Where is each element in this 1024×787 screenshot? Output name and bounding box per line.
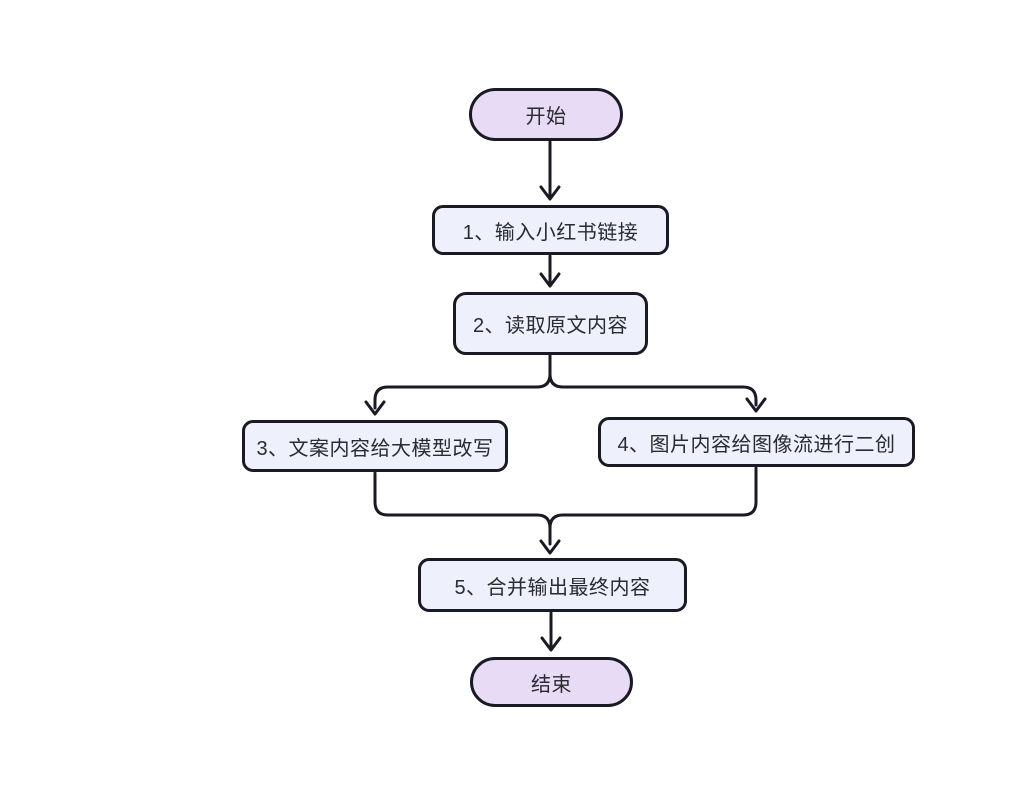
arrowhead-icon	[539, 539, 561, 555]
flow-node-step3-rewrite-text: 3、文案内容给大模型改写	[242, 420, 508, 472]
arrowhead-icon	[364, 400, 386, 416]
edge-step3-step5	[373, 471, 552, 546]
edge-step4-step5	[539, 466, 758, 555]
flow-node-start: 开始	[469, 88, 623, 141]
arrowhead-icon	[539, 272, 561, 288]
arrowhead-icon	[745, 397, 767, 413]
edge-step2-step4	[548, 354, 767, 413]
arrowhead-icon	[539, 185, 561, 201]
flow-node-step5-merge-output: 5、合并输出最终内容	[418, 558, 687, 612]
flow-node-step1-input-link: 1、输入小红书链接	[432, 205, 669, 255]
flow-node-step2-read-content: 2、读取原文内容	[453, 292, 648, 355]
edge-start-step1	[539, 140, 561, 201]
arrowhead-icon	[540, 636, 562, 652]
flow-node-step4-image-recreate: 4、图片内容给图像流进行二创	[598, 417, 915, 467]
edge-step5-end	[540, 611, 562, 652]
flow-node-end: 结束	[470, 657, 633, 707]
edge-step2-step3	[364, 354, 552, 416]
edge-step1-step2	[539, 254, 561, 288]
